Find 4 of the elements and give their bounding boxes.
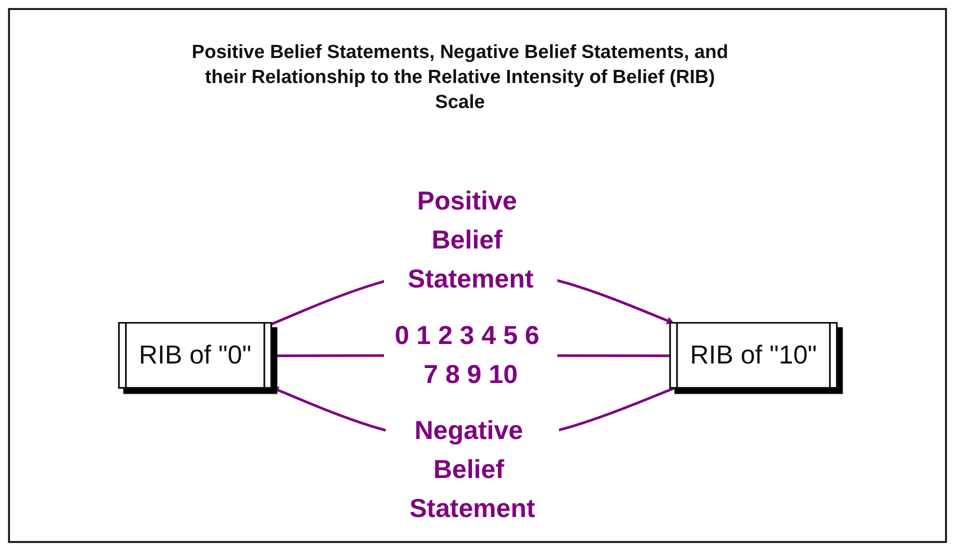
- edge-label: 0 1 2 3 4 5 6 7 8 9 10: [394, 322, 539, 390]
- diagram-title: Positive Belief Statements, Negative Belief Statements, and their Relationship to the Relative Intensity of Belief (RIB) Scale: [190, 41, 730, 115]
- edge-label: Negative Belief Statement: [409, 416, 535, 523]
- edge-label: Positive Belief Statement: [407, 187, 534, 294]
